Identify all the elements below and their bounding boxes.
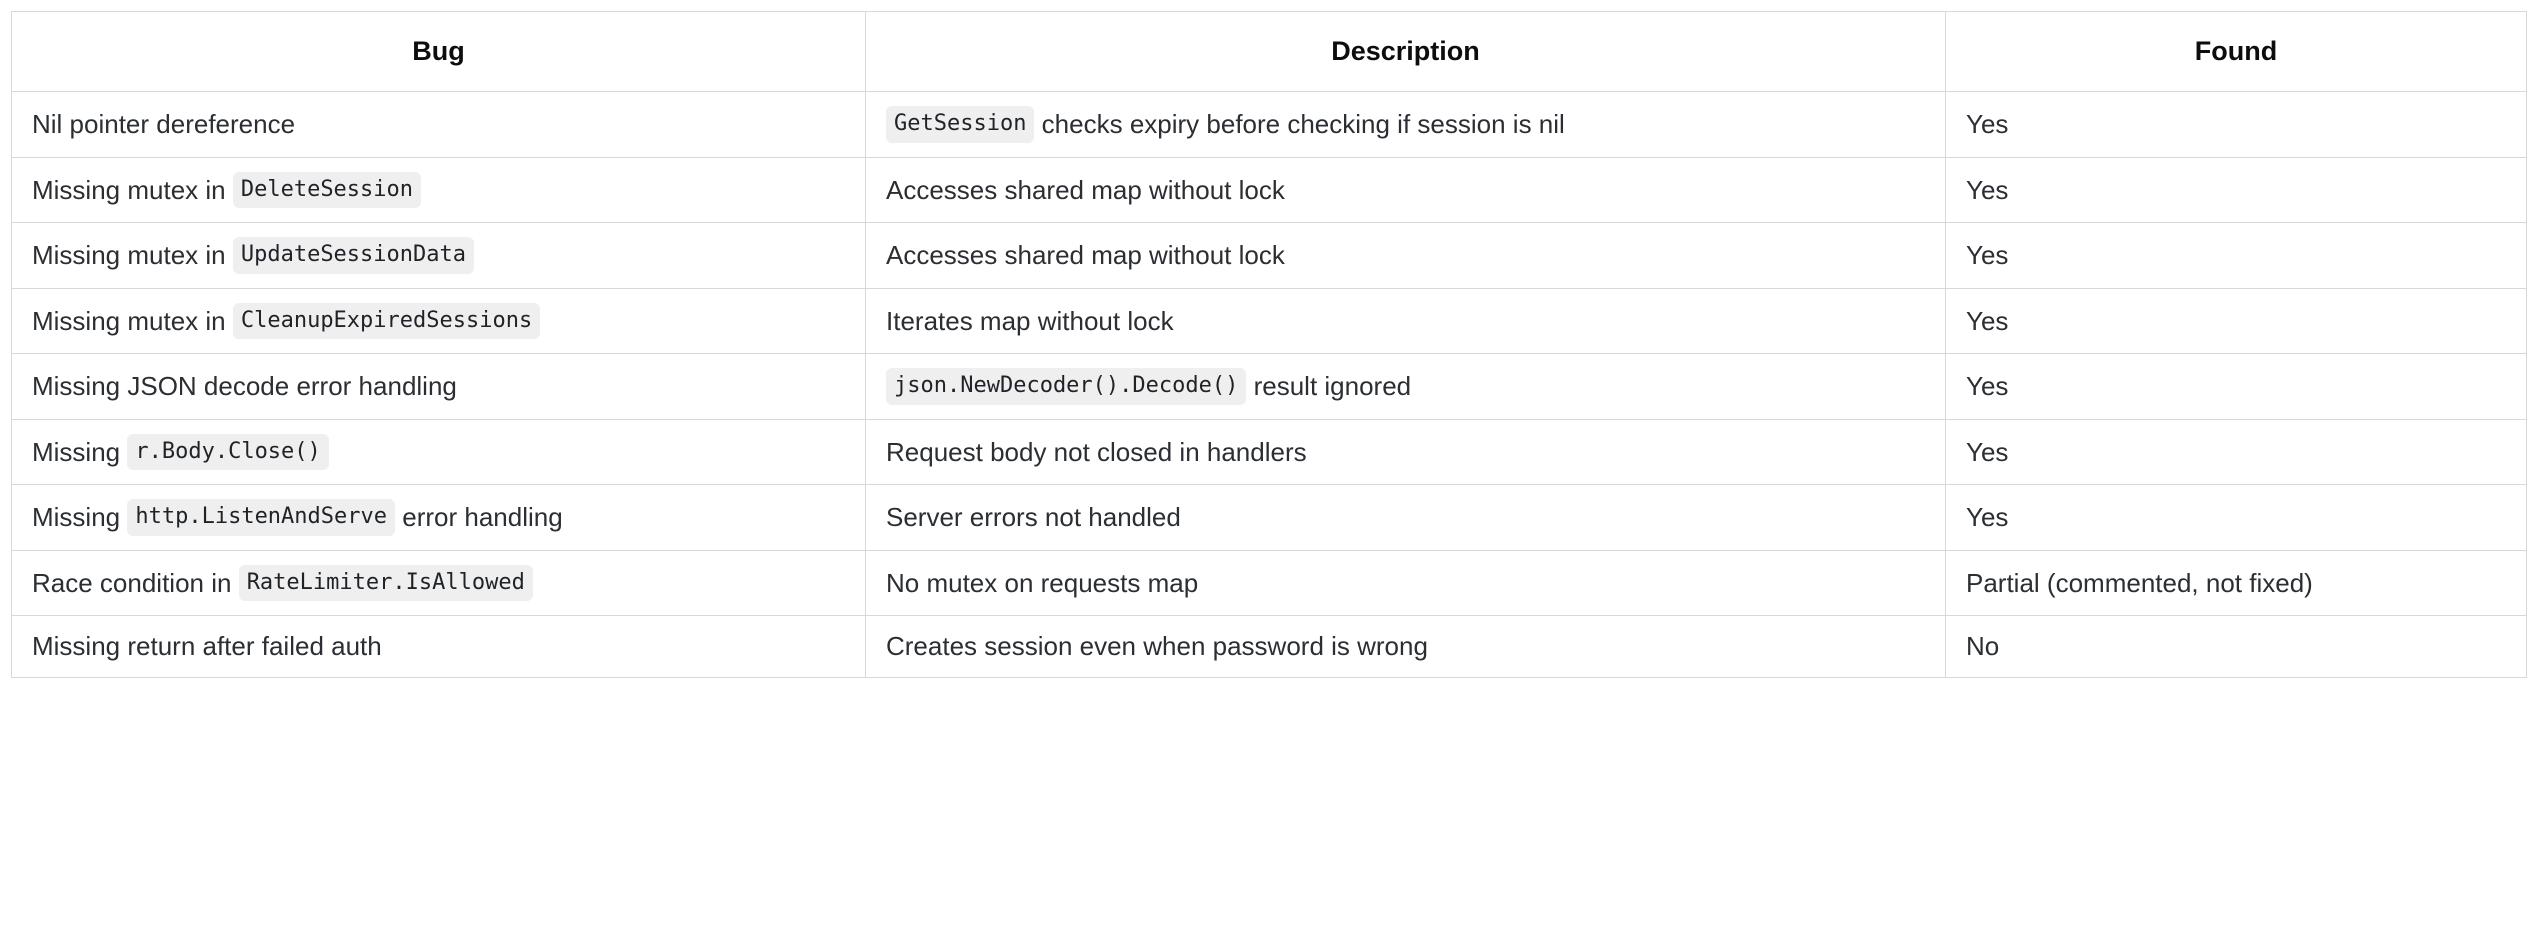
found-cell: Yes xyxy=(1945,418,2527,486)
bug-cell-content: Nil pointer dereference xyxy=(32,108,845,141)
description-cell: Accesses shared map without lock xyxy=(865,222,1946,289)
bug-cell-content: Missing r.Body.Close() xyxy=(32,433,845,471)
cell-text: error handling xyxy=(395,502,563,533)
cell-text: Request body not closed in handlers xyxy=(886,436,1307,467)
cell-text: Missing mutex in xyxy=(32,240,233,271)
column-header-description[interactable]: Description xyxy=(865,10,1946,93)
bug-table: Bug Description Found Nil pointer derefe… xyxy=(11,10,2527,678)
table-row: Race condition in RateLimiter.IsAllowed N… xyxy=(11,549,2527,617)
cell-text: Accesses shared map without lock xyxy=(886,174,1285,205)
inline-code: http.ListenAndServe xyxy=(127,499,396,536)
description-cell-content: Iterates map without lock xyxy=(886,305,1925,338)
cell-text: No mutex on requests map xyxy=(886,567,1199,598)
bug-cell: Missing return after failed auth xyxy=(11,615,866,678)
cell-text: checks expiry before checking if session… xyxy=(1034,109,1565,140)
cell-text: Missing mutex in xyxy=(32,305,233,336)
table-row: Missing return after failed auth Creates … xyxy=(11,615,2527,678)
table-row: Missing http.ListenAndServe error handli… xyxy=(11,484,2527,551)
description-cell: Iterates map without lock xyxy=(865,287,1946,355)
column-header-bug[interactable]: Bug xyxy=(11,10,866,93)
bug-cell: Missing mutex in DeleteSession xyxy=(11,156,866,224)
bug-cell-content: Missing return after failed auth xyxy=(32,630,845,663)
table-row: Nil pointer dereference GetSession checks… xyxy=(11,91,2527,158)
table-row: Missing mutex in DeleteSession Accesses s… xyxy=(11,156,2527,224)
inline-code: GetSession xyxy=(886,106,1035,143)
found-cell: Yes xyxy=(1945,156,2527,224)
description-cell: No mutex on requests map xyxy=(865,549,1946,617)
bug-cell: Nil pointer dereference xyxy=(11,91,866,158)
description-cell-content: Accesses shared map without lock xyxy=(886,239,1925,272)
cell-text: Missing mutex in xyxy=(32,174,233,205)
inline-code: CleanupExpiredSessions xyxy=(232,302,541,340)
bug-cell-content: Race condition in RateLimiter.IsAllowed xyxy=(32,564,845,602)
cell-text: Missing JSON decode error handling xyxy=(32,371,457,402)
bug-cell: Race condition in RateLimiter.IsAllowed xyxy=(11,549,866,617)
found-cell: Yes xyxy=(1945,91,2527,158)
found-cell: Yes xyxy=(1945,287,2527,355)
description-cell-content: No mutex on requests map xyxy=(886,567,1925,600)
cell-text: Missing xyxy=(32,502,128,533)
bug-cell-content: Missing http.ListenAndServe error handli… xyxy=(32,499,845,536)
inline-code: json.NewDecoder().Decode() xyxy=(886,368,1247,405)
description-cell-content: json.NewDecoder().Decode() result ignore… xyxy=(886,368,1925,405)
description-cell: Creates session even when password is wr… xyxy=(865,615,1946,678)
table-header: Bug Description Found xyxy=(11,10,2527,93)
description-cell: json.NewDecoder().Decode() result ignore… xyxy=(865,353,1946,420)
bug-cell: Missing http.ListenAndServe error handli… xyxy=(11,484,866,551)
description-cell: Accesses shared map without lock xyxy=(865,156,1946,224)
description-cell-content: Request body not closed in handlers xyxy=(886,436,1925,469)
cell-text: Iterates map without lock xyxy=(886,305,1174,336)
description-cell: Request body not closed in handlers xyxy=(865,418,1946,486)
bug-cell: Missing mutex in UpdateSessionData xyxy=(11,222,866,289)
description-cell-content: Accesses shared map without lock xyxy=(886,174,1925,207)
cell-text: Accesses shared map without lock xyxy=(886,240,1285,271)
bug-cell: Missing mutex in CleanupExpiredSessions xyxy=(11,287,866,355)
found-cell: Yes xyxy=(1945,484,2527,551)
description-cell-content: Creates session even when password is wr… xyxy=(886,630,1925,663)
description-cell: GetSession checks expiry before checking… xyxy=(865,91,1946,158)
bug-cell-content: Missing JSON decode error handling xyxy=(32,370,845,403)
description-cell-content: GetSession checks expiry before checking… xyxy=(886,106,1925,143)
found-cell: Yes xyxy=(1945,353,2527,420)
cell-text: Server errors not handled xyxy=(886,502,1181,533)
cell-text: Missing return after failed auth xyxy=(32,631,382,662)
table-header-row: Bug Description Found xyxy=(11,10,2527,93)
table-row: Missing JSON decode error handling json.N… xyxy=(11,353,2527,420)
bug-cell-content: Missing mutex in DeleteSession xyxy=(32,171,845,209)
cell-text: Nil pointer dereference xyxy=(32,109,296,140)
description-cell-content: Server errors not handled xyxy=(886,501,1925,534)
inline-code: RateLimiter.IsAllowed xyxy=(238,564,533,602)
inline-code: DeleteSession xyxy=(232,171,422,209)
bug-cell-content: Missing mutex in CleanupExpiredSessions xyxy=(32,302,845,340)
found-cell: Partial (commented, not fixed) xyxy=(1945,549,2527,617)
inline-code: r.Body.Close() xyxy=(127,433,329,471)
cell-text: Race condition in xyxy=(32,567,239,598)
inline-code: UpdateSessionData xyxy=(232,237,475,274)
table-row: Missing r.Body.Close() Request body not c… xyxy=(11,418,2527,486)
bug-cell: Missing r.Body.Close() xyxy=(11,418,866,486)
table-row: Missing mutex in CleanupExpiredSessions I… xyxy=(11,287,2527,355)
cell-text: result ignored xyxy=(1246,371,1412,402)
cell-text: Missing xyxy=(32,436,128,467)
found-cell: Yes xyxy=(1945,222,2527,289)
table-body: Nil pointer dereference GetSession checks… xyxy=(11,91,2527,678)
bug-table-container: Bug Description Found Nil pointer derefe… xyxy=(11,10,2527,678)
description-cell: Server errors not handled xyxy=(865,484,1946,551)
found-cell: No xyxy=(1945,615,2527,678)
table-row: Missing mutex in UpdateSessionData Access… xyxy=(11,222,2527,289)
cell-text: Creates session even when password is wr… xyxy=(886,631,1428,662)
column-header-found[interactable]: Found xyxy=(1945,10,2527,93)
bug-cell-content: Missing mutex in UpdateSessionData xyxy=(32,237,845,274)
bug-cell: Missing JSON decode error handling xyxy=(11,353,866,420)
